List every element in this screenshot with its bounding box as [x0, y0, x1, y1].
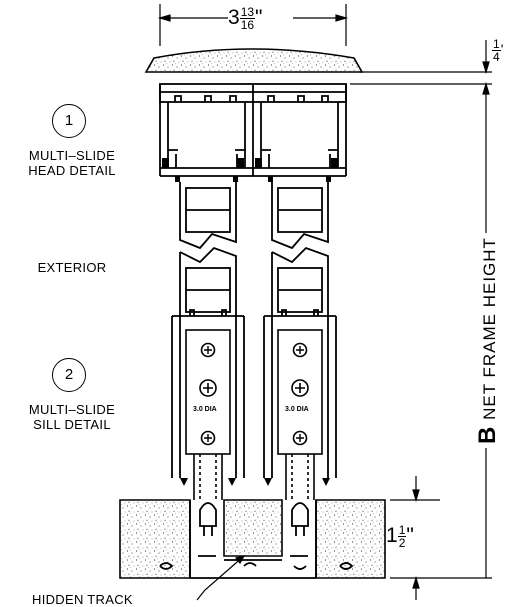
width-inch-mark: ": [255, 6, 263, 29]
width-denominator: 16: [240, 17, 255, 32]
head-detail-line1: MULTI–SLIDE: [28, 148, 116, 163]
sill-denominator: 2: [398, 535, 406, 550]
head-detail-title: MULTI–SLIDE HEAD DETAIL: [8, 148, 136, 178]
head-detail-line2: HEAD DETAIL: [28, 163, 116, 178]
sill-inch-mark: ": [406, 524, 414, 547]
sill-detail-number: 2: [52, 358, 86, 392]
net-frame-text: NET FRAME HEIGHT: [480, 237, 499, 420]
head-frame: [159, 83, 347, 177]
sill-detail-line2: SILL DETAIL: [33, 417, 111, 432]
width-dimension: [157, 4, 349, 46]
top-inch-mark: ': [500, 41, 504, 58]
head-seals: [162, 158, 338, 182]
width-numerator: 13: [239, 4, 256, 19]
sill-detail-line1: MULTI–SLIDE: [28, 402, 116, 417]
floor-slab: [119, 499, 386, 579]
hidden-track-leader: [196, 555, 246, 601]
panel-left: [171, 182, 245, 478]
sill-rails: [193, 454, 315, 500]
roller-left-dia: 3.0 DIA: [193, 406, 217, 413]
top-numerator: 1: [492, 37, 501, 51]
net-frame-letter: B: [474, 425, 501, 444]
sill-pointers: [180, 478, 330, 486]
sill-detail-title: MULTI–SLIDE SILL DETAIL: [8, 402, 136, 432]
exterior-label: EXTERIOR: [37, 260, 107, 275]
net-frame-height-label: B NET FRAME HEIGHT: [474, 233, 502, 448]
sill-whole: 1: [386, 524, 398, 547]
head-cap: [144, 48, 364, 73]
sill-track: [159, 500, 354, 579]
roller-left: [185, 329, 231, 455]
width-whole: 3: [228, 6, 240, 29]
top-denominator: 4: [493, 50, 500, 64]
roller-right-dia: 3.0 DIA: [285, 406, 309, 413]
sill-dimension: [390, 476, 440, 600]
head-detail-number: 1: [52, 104, 86, 138]
quarter-dimension: [350, 40, 492, 118]
roller-right: [277, 329, 323, 455]
sill-numerator: 1: [397, 522, 407, 537]
hidden-track-label: HIDDEN TRACK: [32, 592, 133, 607]
panel-right: [263, 182, 337, 478]
